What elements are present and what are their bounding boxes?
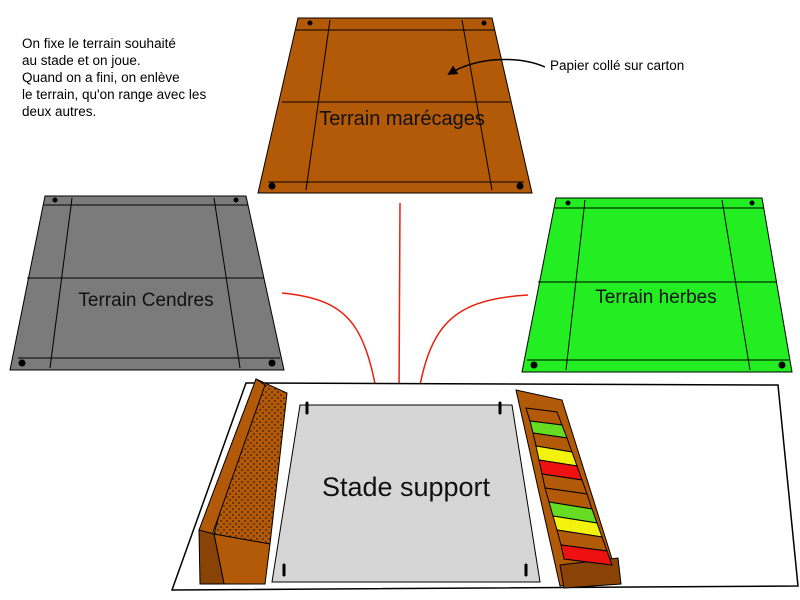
instruction-line: deux autres.	[22, 104, 97, 119]
board-surface	[257, 17, 533, 194]
card-slots	[525, 407, 613, 566]
instruction-line: Quand on a fini, on enlève	[22, 70, 180, 85]
stand-left	[198, 378, 288, 585]
instruction-line: au stade et on joue.	[22, 53, 141, 68]
board-herbes: Terrain herbes	[521, 197, 793, 373]
card-rack	[515, 389, 622, 589]
stadium: Stade support	[170, 378, 799, 591]
instruction-line: le terrain, qu'on range avec les	[22, 87, 207, 102]
board-marecages: Terrain marécages	[257, 17, 533, 194]
instructions-text: On fixe le terrain souhaité au stade et …	[22, 35, 282, 120]
board-surface	[521, 197, 793, 373]
board-surface	[9, 195, 285, 371]
stadium-label: Stade support	[322, 472, 491, 502]
board-label: Terrain Cendres	[78, 290, 213, 311]
callout-arrow	[447, 58, 546, 76]
stadium-field	[271, 404, 541, 583]
instruction-line: On fixe le terrain souhaité	[22, 36, 176, 51]
arrow-from-marecages	[394, 202, 405, 397]
board-label: Terrain marécages	[319, 108, 485, 130]
board-cendres: Terrain Cendres	[9, 195, 285, 371]
board-label: Terrain herbes	[595, 287, 716, 308]
callout-label: Papier collé sur carton	[550, 58, 685, 73]
